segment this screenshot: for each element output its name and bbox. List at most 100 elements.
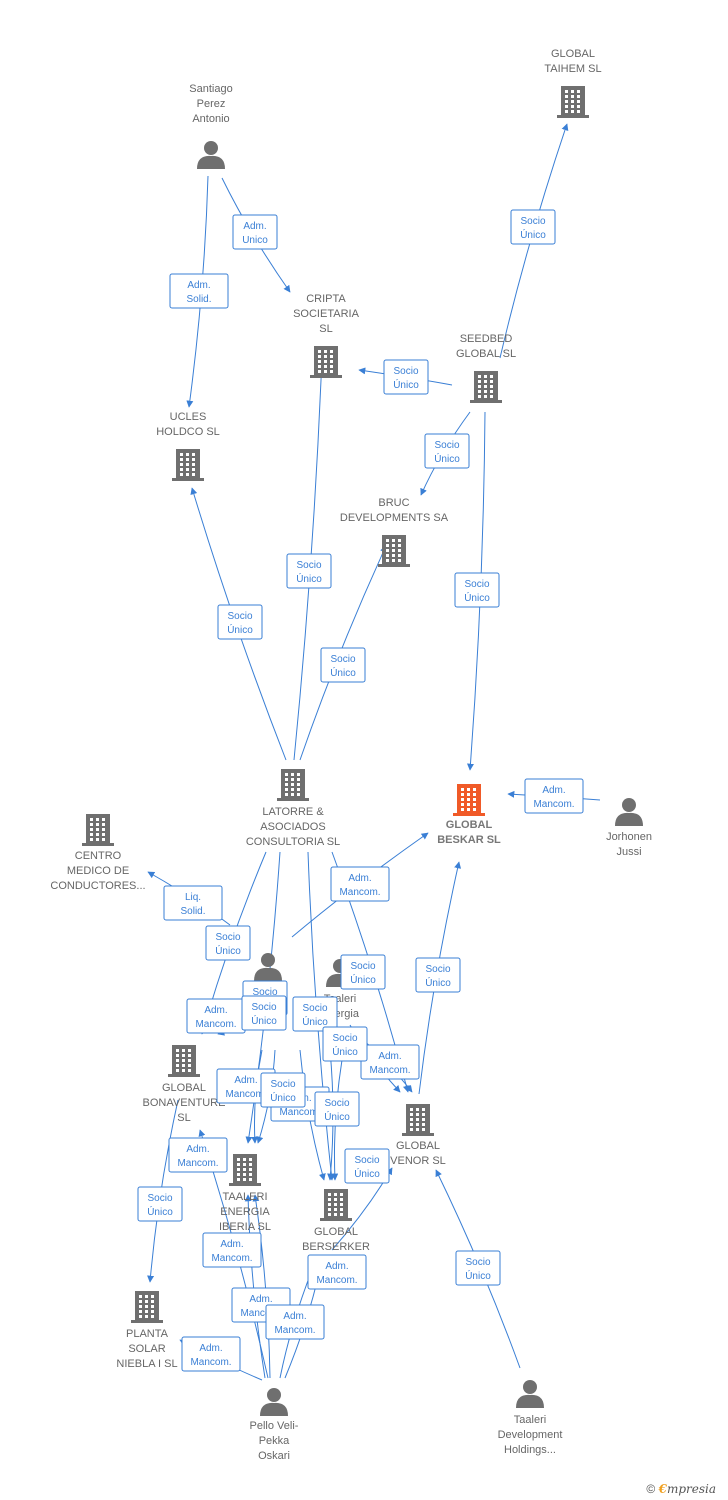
node-latorre[interactable]: LATORRE & ASOCIADOS CONSULTORIA SL	[246, 769, 340, 848]
relation-badge[interactable]: Adm.Mancom.	[307, 1254, 367, 1290]
empresia-logo[interactable]: €mpresia	[658, 1482, 716, 1496]
relation-badge[interactable]: Adm.Mancom.	[181, 1336, 241, 1372]
node-taaleri_dev[interactable]: TaaleriDevelopmentHoldings...	[498, 1380, 563, 1456]
node-label-bonaventure-1: BONAVENTURE	[143, 1097, 226, 1109]
relation-badge-text-1: Mancom.	[274, 1325, 315, 1336]
node-label-taihem-1: TAIHEM SL	[544, 63, 601, 75]
relation-badge[interactable]: Adm.Mancom.	[330, 866, 390, 902]
node-seedbed[interactable]: SEEDBED GLOBAL SL	[456, 333, 516, 403]
relation-badge[interactable]: Adm.Mancom.	[524, 778, 584, 814]
node-label-santiago-0: Santiago	[189, 83, 232, 95]
relation-badge-text-0: Socio	[324, 1098, 349, 1109]
node-label-cripta-1: SOCIETARIA	[293, 308, 359, 320]
building-icon	[229, 1154, 261, 1186]
relation-badge-text-1: Mancom.	[316, 1275, 357, 1286]
relation-badge-text-1: Mancom.	[369, 1065, 410, 1076]
relation-badge-text-1: Mancom.	[190, 1357, 231, 1368]
relation-badge-text-1: Único	[464, 591, 490, 604]
relation-badge-text-0: Adm.	[283, 1311, 306, 1322]
node-label-latorre-2: CONSULTORIA SL	[246, 836, 340, 848]
person-icon	[254, 953, 282, 981]
node-label-seedbed-1: GLOBAL SL	[456, 348, 516, 360]
relation-badge-text-0: Adm.	[542, 785, 565, 796]
relation-badge-text-1: Único	[434, 452, 460, 465]
relation-badge-text-0: Socio	[302, 1003, 327, 1014]
relation-badge[interactable]: Adm.Mancom.	[202, 1232, 262, 1268]
relation-badge-text-1: Único	[324, 1110, 350, 1123]
relation-badge[interactable]: Adm.Mancom.	[360, 1044, 420, 1080]
relation-badge[interactable]: Adm.Mancom.	[168, 1137, 228, 1173]
node-label-bonaventure-0: GLOBAL	[162, 1082, 206, 1094]
relation-badge-text-1: Mancom.	[211, 1253, 252, 1264]
node-label-latorre-0: LATORRE &	[262, 806, 324, 818]
node-label-jorhonen-1: Jussi	[616, 846, 641, 858]
footer: © €mpresia	[646, 1482, 716, 1496]
relation-badge-text-1: Mancom.	[240, 1308, 281, 1319]
edges-layer	[147, 123, 601, 1381]
node-label-taihem-0: GLOBAL	[551, 48, 595, 60]
node-person_mid[interactable]	[254, 953, 282, 981]
relation-badge-text-0: Socio	[464, 579, 489, 590]
person-icon	[615, 798, 643, 826]
node-label-pello-2: Oskari	[258, 1450, 290, 1462]
node-label-venor-0: GLOBAL	[396, 1140, 440, 1152]
relation-badge-text-0: Socio	[227, 611, 252, 622]
relation-badge-text-0: Liq.	[185, 892, 201, 903]
node-label-bruc-1: DEVELOPMENTS SA	[340, 512, 449, 524]
node-label-centro-0: CENTRO	[75, 850, 122, 862]
node-bonaventure[interactable]: GLOBAL BONAVENTURE SL	[143, 1045, 226, 1124]
node-label-bonaventure-2: SL	[177, 1112, 190, 1124]
node-taihem[interactable]: GLOBAL TAIHEM SL	[544, 48, 602, 118]
node-label-planta-2: NIEBLA I SL	[116, 1358, 177, 1370]
relation-badge[interactable]: Adm.Solid.	[169, 273, 229, 309]
relation-badge-text-0: Socio	[251, 1002, 276, 1013]
relation-badge-text-1: Único	[393, 378, 419, 391]
relation-badge-text-1: Mancom.	[177, 1158, 218, 1169]
relation-badge[interactable]: Adm. Mancom.	[265, 1304, 325, 1340]
relation-badge-text-0: Socio	[425, 964, 450, 975]
node-label-taaleri_dev-1: Development	[498, 1429, 563, 1441]
node-label-jorhonen-0: Jorhonen	[606, 831, 652, 843]
node-label-taaleri_iberia-2: IBERIA SL	[219, 1221, 271, 1233]
relation-badge-text-1: Unico	[242, 235, 268, 246]
person-icon	[260, 1388, 288, 1416]
relation-badge-text-1: Mancom.	[195, 1019, 236, 1030]
node-label-taaleri_iberia-1: ENERGIA	[220, 1206, 270, 1218]
node-label-seedbed-0: SEEDBED	[460, 333, 513, 345]
relation-badge[interactable]: Adm.Mancom.	[186, 998, 246, 1034]
copyright-symbol: ©	[646, 1482, 656, 1496]
relation-badge[interactable]: Adm.Unico	[232, 214, 278, 250]
node-label-latorre-1: ASOCIADOS	[260, 821, 325, 833]
relation-badge[interactable]: Liq.Solid.	[163, 885, 223, 921]
